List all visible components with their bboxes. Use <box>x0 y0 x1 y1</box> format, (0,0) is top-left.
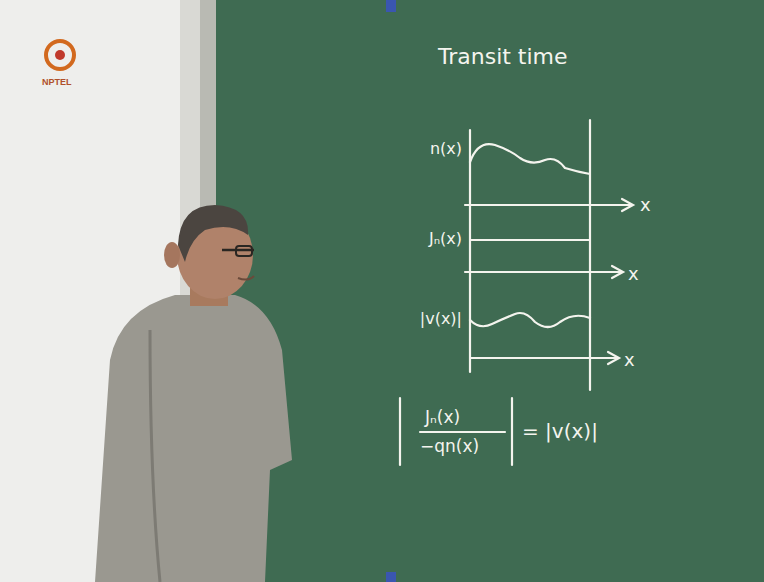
lecturer-figure <box>95 205 292 582</box>
equation-term: −qn(x) <box>420 437 479 456</box>
board-title: Transit time <box>438 45 568 69</box>
axis-label: x <box>624 350 635 370</box>
axis-label: x <box>640 195 651 215</box>
axis-label: n(x) <box>430 140 462 158</box>
logo-text: NPTEL <box>42 77 72 87</box>
axis-label: Jₙ(x) <box>429 230 462 248</box>
axis-label: |v(x)| <box>420 310 462 328</box>
equation-term: Jₙ(x) <box>425 408 460 427</box>
axis-label: x <box>628 264 639 284</box>
equation-term: = |v(x)| <box>522 420 598 442</box>
